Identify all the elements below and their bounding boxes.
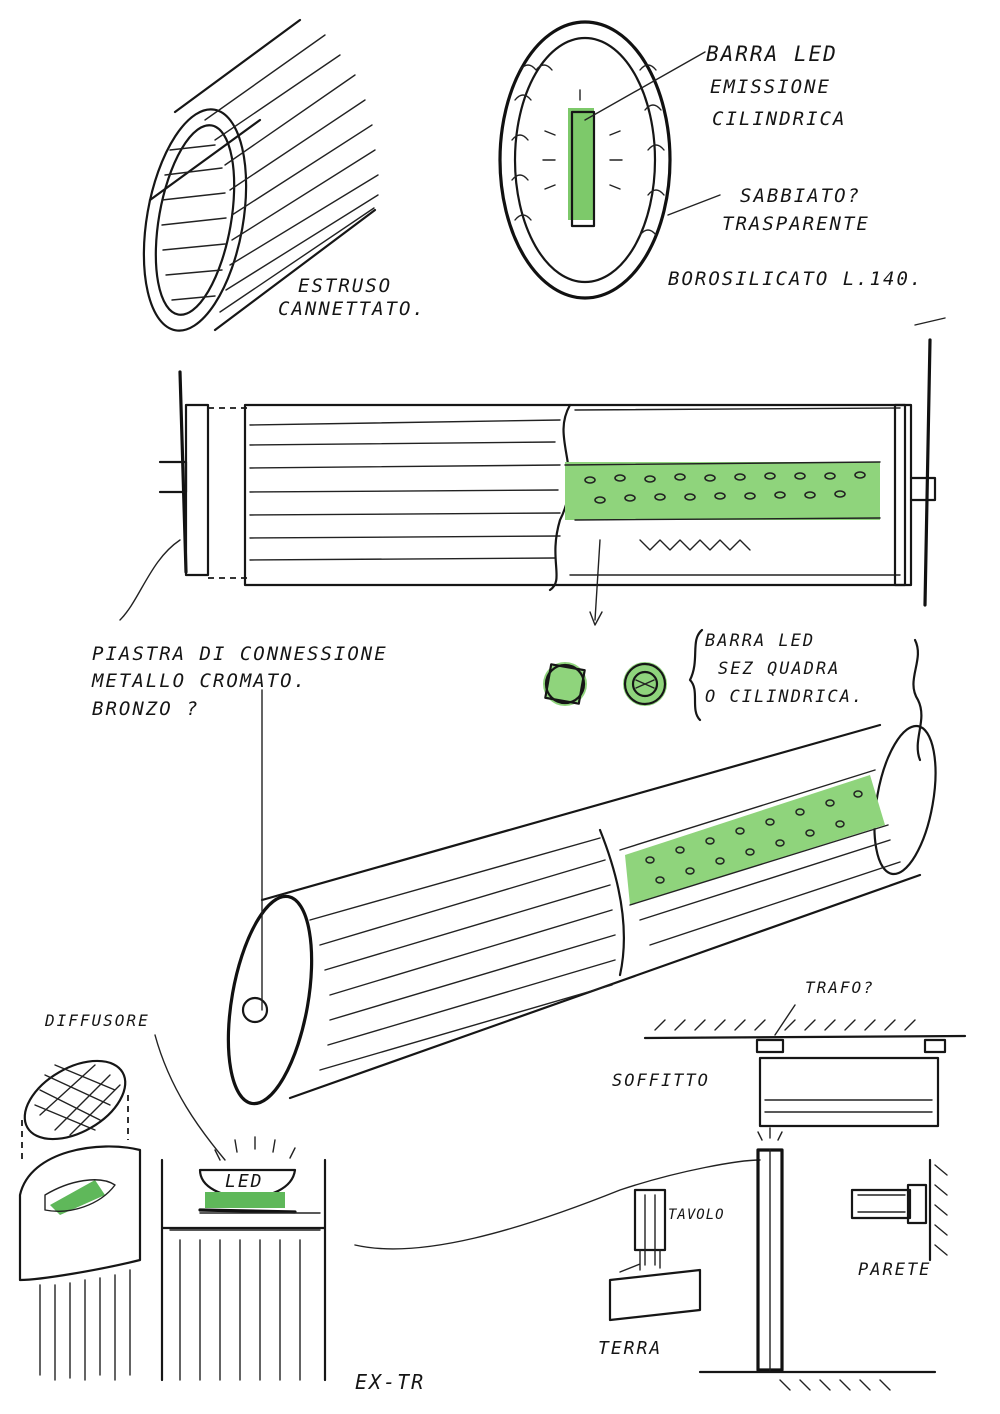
label-piastra: PIASTRA DI CONNESSIONE — [92, 643, 388, 665]
label-extr: EX-TR — [355, 1370, 426, 1394]
label-o-cilindrica: O CILINDRICA. — [705, 687, 865, 707]
label-metallo-cromato: METALLO CROMATO. — [92, 670, 308, 692]
led-profile-section-drawing — [160, 1136, 327, 1382]
label-trasparente: TRASPARENTE — [722, 213, 870, 235]
fluted-extrusion-drawing — [142, 18, 379, 332]
label-estruso: ESTRUSO — [298, 275, 393, 297]
led-bar-sections-drawing — [543, 628, 704, 722]
installation-variants-drawing — [608, 1004, 967, 1391]
label-cannettato: CANNETTATO. — [278, 298, 426, 320]
perspective-cylinder-drawing — [226, 638, 937, 1106]
oval-section-drawing — [498, 20, 721, 300]
label-borosilicato: BOROSILICATO L.140. — [668, 268, 924, 290]
diffuser-detail-drawing — [18, 1034, 226, 1381]
label-diffusore: DIFFUSORE — [45, 1011, 150, 1030]
label-terra: TERRA — [598, 1338, 663, 1359]
label-emissione: EMISSIONE — [710, 76, 831, 98]
label-tavolo: TAVOLO — [668, 1207, 725, 1223]
label-bronzo: BRONZO ? — [92, 698, 200, 720]
label-cilindrica: CILINDRICA — [712, 108, 847, 130]
label-barra-led-sez: BARRA LED — [705, 631, 816, 651]
label-trafo: TRAFO? — [805, 978, 875, 997]
label-parete: PARETE — [858, 1260, 932, 1280]
label-sez-quadra: SEZ QUADRA — [718, 659, 841, 679]
horizontal-elevation-drawing — [119, 317, 946, 626]
label-barra-led: BARRA LED — [706, 42, 838, 66]
connector-line — [354, 1159, 761, 1250]
label-led: LED — [225, 1171, 264, 1192]
label-sabbiato: SABBIATO? — [740, 185, 861, 207]
label-soffitto: SOFFITTO — [612, 1071, 710, 1091]
